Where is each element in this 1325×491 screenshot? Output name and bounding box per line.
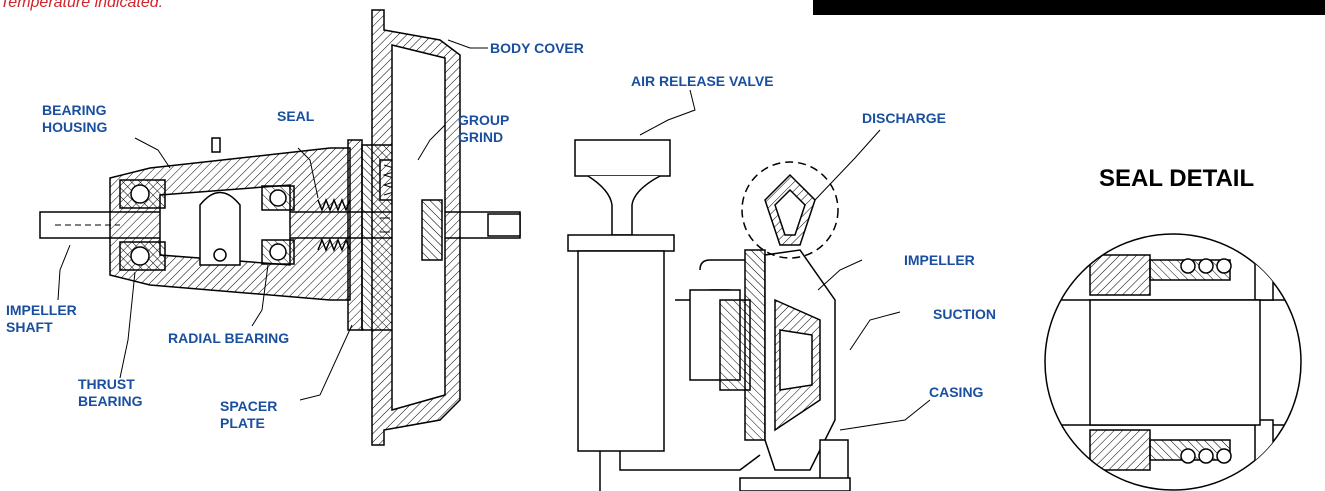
temperature-note: Temperature indicated. — [0, 0, 164, 11]
seal-spring — [317, 197, 351, 213]
label-radial-bearing: RADIAL BEARING — [168, 330, 290, 346]
pump-side-view-drawing — [567, 139, 851, 491]
header-black-bar — [813, 0, 1325, 15]
label-air-release-valve: AIR RELEASE VALVE — [631, 73, 774, 89]
label-seal: SEAL — [277, 108, 315, 124]
spacer-plate-part — [347, 139, 363, 331]
leader-lines-left — [57, 39, 488, 401]
thrust-bearing-part — [119, 179, 166, 271]
seal-detail-title: SEAL DETAIL — [1099, 165, 1255, 192]
seal-detail-drawing — [1044, 233, 1302, 491]
air-release-valve-part — [574, 139, 671, 177]
bearing-assembly-drawing — [39, 9, 521, 446]
discharge-flange — [741, 161, 839, 259]
label-suction: SUCTION — [933, 306, 996, 322]
label-casing: CASING — [929, 384, 984, 400]
label-body-cover: BODY COVER — [490, 40, 584, 56]
impeller-part — [779, 329, 813, 391]
label-discharge: DISCHARGE — [862, 110, 947, 126]
radial-bearing-part — [261, 185, 295, 265]
label-impeller: IMPELLER — [904, 252, 975, 268]
leader-lines-middle — [639, 89, 931, 431]
